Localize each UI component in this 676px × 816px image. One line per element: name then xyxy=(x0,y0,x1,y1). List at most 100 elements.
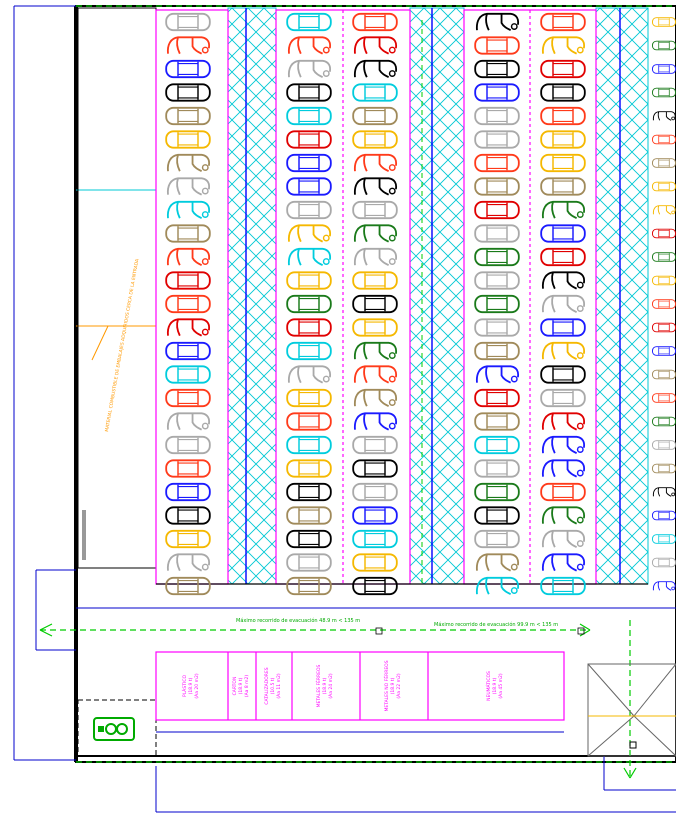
vehicle xyxy=(287,59,332,79)
vehicle xyxy=(166,177,211,196)
vehicle xyxy=(287,36,332,55)
vehicle xyxy=(286,388,332,408)
vehicle xyxy=(166,200,211,220)
room-label: NEUMÁTICOS xyxy=(485,671,492,701)
room-label: CARTON xyxy=(232,677,238,696)
vehicle xyxy=(352,506,398,525)
vehicle xyxy=(474,482,520,502)
room-label: (18.9 t) xyxy=(188,677,194,694)
vehicle xyxy=(166,318,211,337)
room-label: (18.9 t) xyxy=(238,677,244,694)
vehicle xyxy=(652,40,676,51)
vehicle xyxy=(353,388,398,408)
vehicle xyxy=(474,83,520,102)
vehicle xyxy=(166,412,211,431)
vehicle xyxy=(652,157,676,169)
hatched-aisles xyxy=(227,7,649,585)
dimension-lines xyxy=(13,5,676,813)
vehicle xyxy=(353,36,398,55)
vehicle xyxy=(474,224,520,243)
vehicle xyxy=(475,576,520,596)
vehicle xyxy=(474,506,520,525)
vehicle xyxy=(540,177,586,196)
building-walls xyxy=(74,5,676,763)
storage-rooms: PLÁSTICO(18.9 t)(Aa 20 m2)CARTON(18.9 t)… xyxy=(155,651,565,721)
vehicle xyxy=(286,200,332,220)
vehicle xyxy=(165,271,211,290)
vehicle xyxy=(286,576,332,596)
parking-rows xyxy=(155,9,648,585)
vehicle xyxy=(286,12,332,32)
vehicle xyxy=(652,275,676,286)
vehicle xyxy=(287,224,332,243)
vehicle xyxy=(541,36,586,55)
vehicle xyxy=(286,341,332,361)
vehicle xyxy=(353,341,398,361)
vehicle xyxy=(540,12,586,32)
vehicle xyxy=(352,12,398,32)
vehicle xyxy=(652,533,676,545)
vehicle xyxy=(652,439,676,451)
room-label: METALES NO FÉRREOS xyxy=(382,660,390,711)
room-label: CATALIZADORES xyxy=(264,667,270,704)
vehicle xyxy=(165,341,211,361)
vehicle xyxy=(652,392,676,404)
vehicle xyxy=(286,459,332,478)
vehicle xyxy=(165,365,211,384)
vehicle xyxy=(166,247,211,267)
vehicle xyxy=(652,557,676,568)
vehicle xyxy=(165,59,211,79)
vehicle xyxy=(352,106,398,126)
vehicle xyxy=(353,247,398,267)
vehicle xyxy=(165,12,211,32)
vehicle xyxy=(286,83,332,102)
loading-ramp xyxy=(587,663,676,757)
vehicle xyxy=(652,251,676,263)
vehicle xyxy=(165,506,211,525)
vehicle xyxy=(652,204,676,216)
vehicle xyxy=(286,153,332,173)
vehicle xyxy=(540,106,586,126)
vehicle xyxy=(652,298,676,310)
evacuation-routes xyxy=(39,620,637,779)
vehicle xyxy=(541,271,586,290)
vehicle xyxy=(286,106,332,126)
vehicle xyxy=(540,224,586,243)
vehicle xyxy=(286,318,332,337)
vehicle xyxy=(540,576,586,596)
vehicle xyxy=(353,412,398,431)
room-label: (Aa 45 m2) xyxy=(498,673,504,698)
vehicle xyxy=(541,506,586,525)
vehicle xyxy=(286,271,332,290)
vehicle xyxy=(353,153,398,173)
vehicle xyxy=(165,106,211,126)
vehicle xyxy=(474,200,520,220)
evacuation-label-2: Máximo recorrido de evacuación 99.9 m < … xyxy=(434,621,558,628)
vehicle xyxy=(652,345,676,357)
vehicle xyxy=(474,435,520,455)
vehicle xyxy=(541,529,586,549)
room-label: (Aa 24 m2) xyxy=(328,673,334,698)
vehicle xyxy=(474,294,520,314)
vehicle xyxy=(652,16,676,28)
vehicle xyxy=(287,247,332,267)
vehicle xyxy=(540,388,586,408)
vehicle xyxy=(352,318,398,337)
vehicle xyxy=(286,529,332,549)
room-label: PLÁSTICO xyxy=(181,675,188,697)
vehicle xyxy=(166,153,211,173)
vehicle xyxy=(165,435,211,455)
vehicle xyxy=(165,294,211,314)
room-label: METALES FÉRREOS xyxy=(314,664,322,707)
entrance-zone: MATERIAL COMBUSTIBLE DE EMBALAJES ADQUIR… xyxy=(77,7,157,757)
vehicle xyxy=(353,224,398,243)
vehicle xyxy=(541,341,586,361)
evacuation-label-1: Máximo recorrido de evacuación 48.9 m < … xyxy=(236,617,360,624)
vehicle xyxy=(474,459,520,478)
exit-sign-icon xyxy=(93,717,135,741)
vehicle xyxy=(474,529,520,549)
room-label: (Aa 8 m2) xyxy=(244,675,250,698)
vehicle xyxy=(165,388,211,408)
vehicle xyxy=(475,365,520,384)
vehicle xyxy=(540,365,586,384)
